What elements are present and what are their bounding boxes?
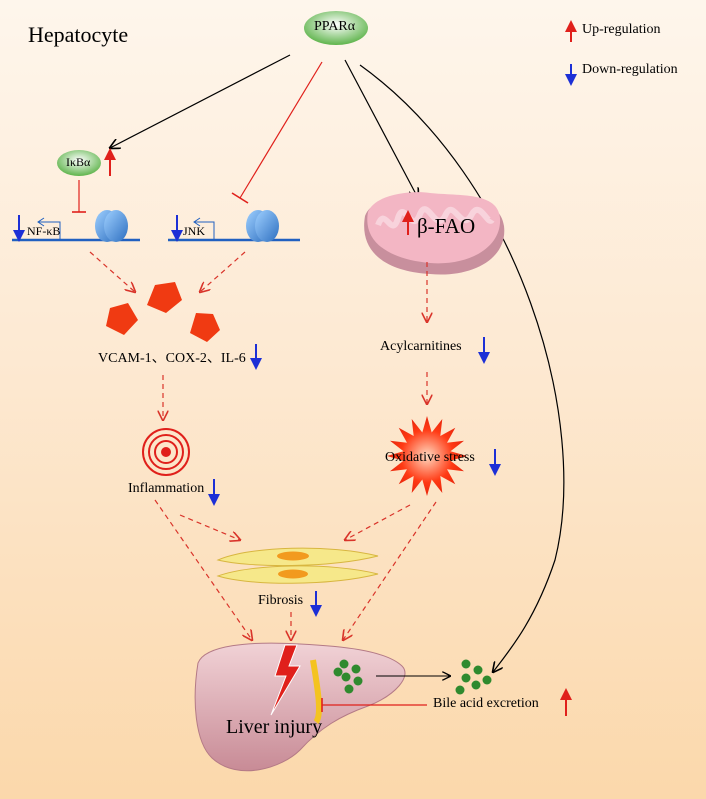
page-title: Hepatocyte: [28, 22, 129, 47]
promoter-jnk: [194, 221, 215, 240]
liver-shape: [194, 642, 406, 772]
ppara-node: [304, 11, 368, 45]
cytokine-shape-3: [190, 313, 220, 342]
bile-acid-dots-excreted: [455, 659, 492, 695]
acylcarnitines-label: Acylcarnitines: [380, 339, 462, 354]
liver-bile-duct: [310, 659, 322, 724]
bfao-label: β-FAO: [417, 214, 476, 238]
receptor-jnk-2: [255, 210, 279, 242]
oxidative-stress-label: Oxidative stress: [385, 450, 475, 465]
nfkb-label: NF-κB: [27, 224, 61, 238]
arrow-ppara-to-bile: [359, 64, 565, 672]
inflammation-label: Inflammation: [128, 481, 205, 496]
dashed-jnk-to-cytokines: [200, 251, 246, 292]
legend-up-label: Up-regulation: [582, 22, 661, 37]
dashed-nfkb-to-cytokines: [89, 251, 135, 292]
ikba-node: [57, 150, 101, 176]
ppara-label: PPARα: [314, 19, 356, 34]
cytokines-label: VCAM-1、COX-2、IL-6: [98, 351, 246, 366]
jnk-label: JNK: [183, 224, 206, 238]
oxidative-stress-star-shape: [387, 416, 467, 496]
liver-injury-label: Liver injury: [226, 716, 323, 738]
arrow-ppara-to-ikba: [110, 54, 291, 148]
oxidative-stress-burst: [387, 416, 467, 496]
promoter-nfkb: [38, 221, 61, 240]
lightning-bolt-icon: [270, 644, 301, 716]
legend-down-label: Down-regulation: [582, 62, 678, 77]
cytokine-shape-2: [106, 303, 138, 335]
dashed-inflammation-to-liver: [154, 499, 252, 640]
arrow-ppara-to-bfao: [344, 59, 418, 198]
dashed-oxidative-to-liver: [343, 501, 437, 640]
dashed-oxidative-to-fibrosis: [345, 504, 411, 540]
bile-acid-dots-liver: [333, 659, 363, 694]
fibrotic-cells: [216, 547, 379, 584]
receptor-nfkb-2: [104, 210, 128, 242]
bile-acid-excretion-label: Bile acid excretion: [433, 696, 539, 711]
inhibit-ppara-jnk: [239, 61, 323, 199]
mitochondrion-cristae: [375, 206, 495, 229]
cytokine-shape-1: [147, 282, 182, 313]
fibrosis-label: Fibrosis: [258, 593, 304, 608]
ikba-label: IκBα: [66, 155, 91, 169]
inflammation-target-icon: [142, 428, 190, 476]
dashed-inflammation-to-fibrosis: [179, 514, 240, 540]
inhibit-bar-jnk: [231, 192, 249, 204]
